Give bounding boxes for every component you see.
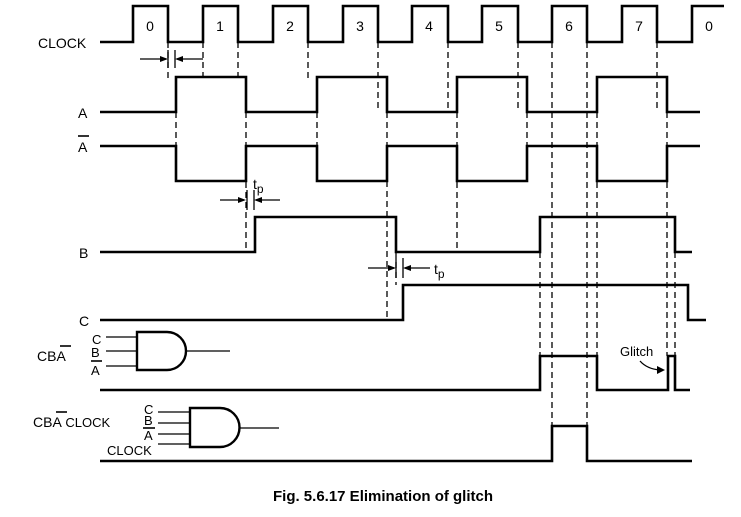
figure-caption: Fig. 5.6.17 Elimination of glitch [273,488,493,505]
c-waveform [100,283,706,322]
signal-label-cba-bar-clock: CBA CLOCK [33,414,111,430]
gate-input-label: B [91,345,100,360]
b-waveform [100,215,692,254]
gate-input-label: A [144,428,153,443]
gate-input-label: C [92,332,101,347]
dashed-guides [167,42,676,426]
arrow-head-icon [403,265,411,271]
and-gate-body [188,406,241,449]
cba-bar-clock-waveform [100,424,692,463]
arrow-head-icon [388,265,396,271]
tp-annotation-b: tp [220,176,280,210]
clock-cycle-label: 7 [635,18,643,34]
arrow-head-icon [238,197,246,203]
and-gate-3-input: C B A [91,330,230,378]
and-gate-4-input: C B A CLOCK [107,402,279,458]
a-waveform [100,75,700,114]
gate-input-label: CLOCK [107,443,152,458]
gate-input-label: C [144,402,153,417]
cba-bar-waveform [100,354,690,392]
and-gate-body [135,330,188,372]
clock-cycle-label: 6 [565,18,573,34]
clock-waveform [100,4,724,44]
arrow-head-icon [160,56,168,62]
signal-label-b: B [79,245,88,261]
tp-annotation-c: tp [368,258,445,281]
signal-label-a: A [78,105,88,121]
signal-label-cba-bar: CBA [37,348,66,364]
arrow-head-icon [175,56,183,62]
arrow-head-icon [657,366,665,374]
clock-cycle-label: 0 [705,18,713,34]
clock-cycle-label: 5 [495,18,503,34]
tp-label: tp [434,261,445,281]
clock-cycle-label: 0 [146,18,154,34]
gate-input-label: B [144,413,153,428]
clock-cycle-labels: 0 1 2 3 4 5 6 7 0 [146,18,713,34]
clock-cycle-label: 4 [425,18,433,34]
signal-label-clock: CLOCK [38,35,87,51]
clock-cycle-label: 1 [216,18,224,34]
tp-annotation-clock [140,50,203,68]
clock-cycle-label: 2 [286,18,294,34]
signal-label-c: C [79,313,89,329]
tp-label: tp [253,176,264,196]
glitch-label: Glitch [620,344,653,359]
clock-cycle-label: 3 [356,18,364,34]
signal-label-a-bar: A [78,139,88,155]
arrow-head-icon [254,197,262,203]
gate-input-label: A [91,363,100,378]
a-bar-waveform [100,144,700,183]
